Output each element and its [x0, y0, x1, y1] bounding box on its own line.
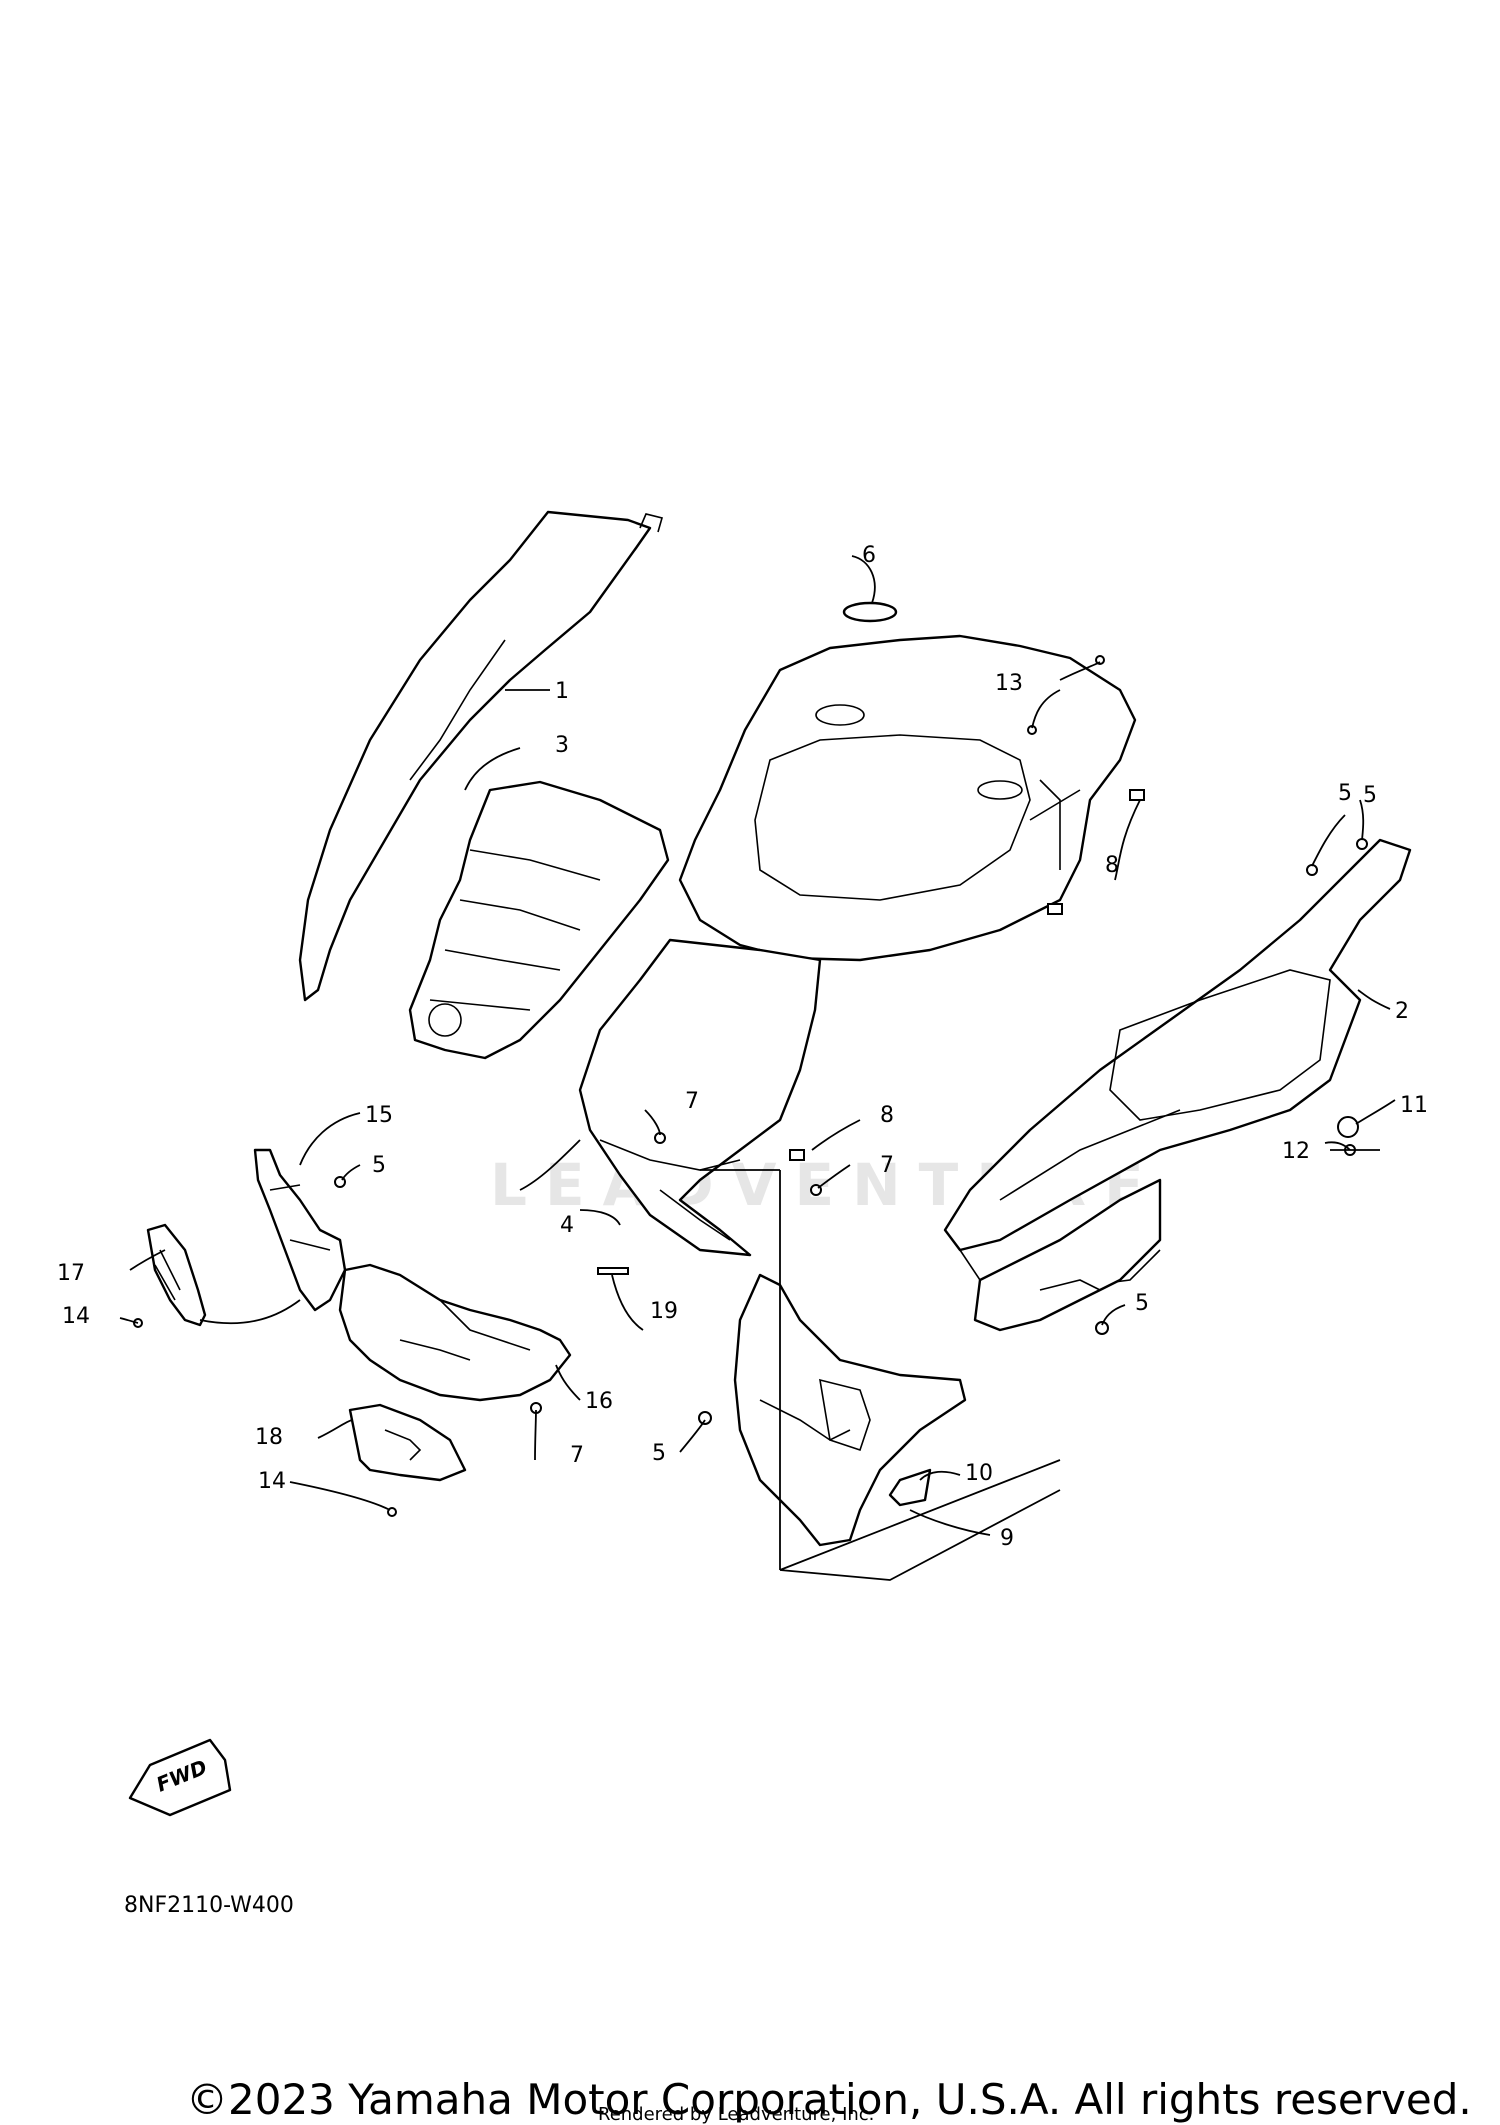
callout-14a: 14 [62, 1304, 90, 1329]
hardware [133, 655, 1368, 1517]
callout-4: 4 [560, 1213, 574, 1238]
callout-8a: 8 [1105, 853, 1119, 878]
part-6-emblem [842, 601, 898, 623]
callout-15: 15 [365, 1103, 393, 1128]
callout-5d: 5 [652, 1441, 666, 1466]
callout-3: 3 [555, 733, 569, 758]
part-9-lower-cover [733, 1273, 967, 1547]
part-1-side-cover-left [298, 510, 663, 1002]
callout-17: 17 [57, 1261, 85, 1286]
callout-8b: 8 [880, 1103, 894, 1128]
callout-9: 9 [1000, 1526, 1014, 1551]
rendered-by-notice: Rendered by Leadventure, Inc. [598, 2104, 875, 2125]
part-16-lower-inner [338, 1263, 572, 1402]
callout-18: 18 [255, 1425, 283, 1450]
callout-7c: 7 [570, 1443, 584, 1468]
drawing-code: 8NF2110-W400 [124, 1893, 294, 1918]
leader-lines [119, 555, 1396, 1581]
callout-14b: 14 [258, 1469, 286, 1494]
part-17-mesh-cover [146, 1223, 207, 1327]
part-15-bracket [253, 1148, 347, 1312]
callout-2: 2 [1395, 999, 1409, 1024]
callout-7b: 7 [880, 1153, 894, 1178]
callout-11: 11 [1400, 1093, 1428, 1118]
callout-5b: 5 [1135, 1291, 1149, 1316]
part-4-inner-lower [578, 938, 822, 1257]
callout-10: 10 [965, 1461, 993, 1486]
part-3-inner-panel [408, 780, 670, 1060]
callout-16: 16 [585, 1389, 613, 1414]
callout-5a: 5 [1338, 781, 1352, 806]
part-10-mesh [888, 1468, 932, 1507]
part-18-grille [348, 1403, 467, 1482]
fwd-arrow: FWD [128, 1738, 232, 1817]
callout-7a: 7 [685, 1089, 699, 1114]
callout-1: 1 [555, 679, 569, 704]
callout-13: 13 [995, 671, 1023, 696]
callout-19: 19 [650, 1299, 678, 1324]
callout-5c: 5 [372, 1153, 386, 1178]
callout-5e: 5 [1363, 783, 1377, 808]
callouts: 1 2 3 4 5 5 5 5 5 6 7 7 7 8 8 9 10 11 12… [57, 543, 1428, 1551]
main-cowl [678, 634, 1137, 962]
lower-right-panel [973, 1178, 1162, 1332]
callout-6: 6 [862, 543, 876, 568]
callout-12: 12 [1282, 1139, 1310, 1164]
copyright-notice: ©2023 Yamaha Motor Corporation, U.S.A. A… [186, 2075, 1472, 2124]
